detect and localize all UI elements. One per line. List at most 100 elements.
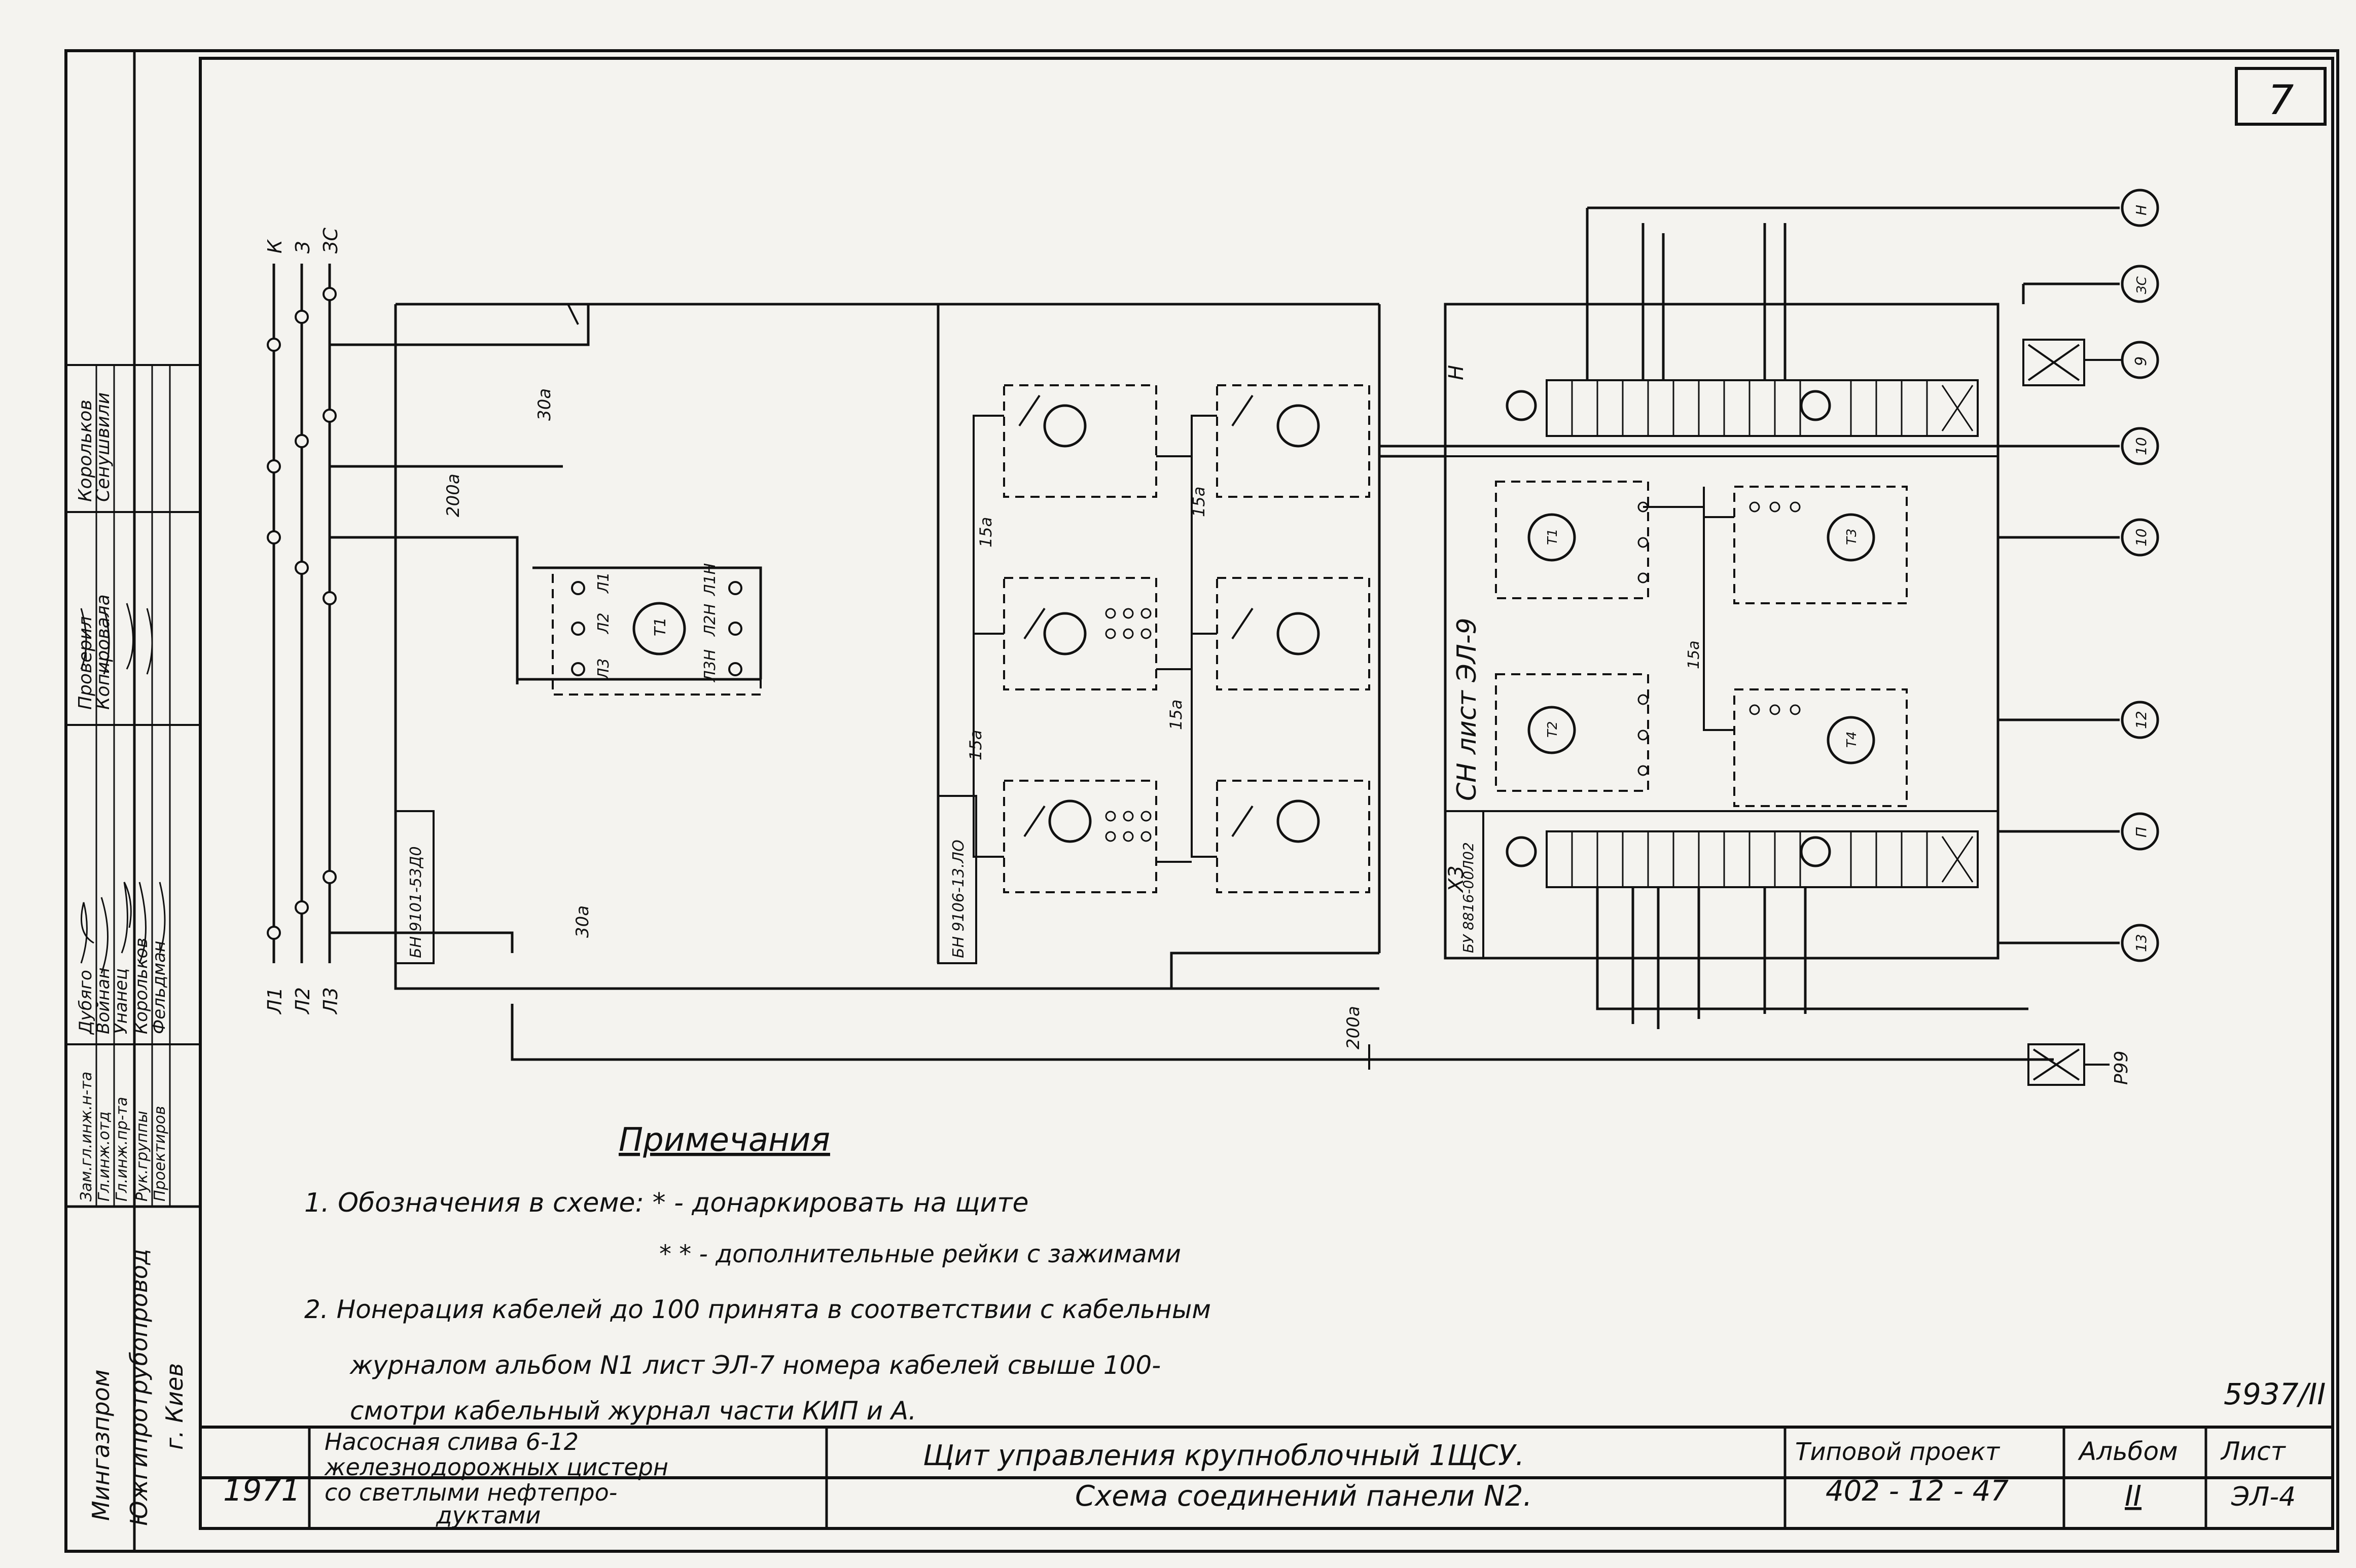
- relay-right-4-label: Т4: [1844, 732, 1860, 748]
- title-line-2: Схема соединений панели N2.: [1075, 1480, 1532, 1513]
- panel-label-top: Н: [1445, 365, 1468, 380]
- title-block: 1971 Насосная слива 6-12 железнодорожных…: [199, 1426, 2334, 1530]
- bus-label-zs: ЗС: [319, 228, 342, 253]
- circle-label-9: 9: [2132, 356, 2150, 366]
- cable-label-9: 200а: [1343, 1006, 1364, 1049]
- title-object-2: железнодорожных цистерн: [324, 1453, 668, 1481]
- cable-label-4: 15а: [976, 517, 995, 548]
- circle-label-13: 13: [2133, 934, 2150, 952]
- panel-label-center: СН лист ЭЛ-9: [1452, 617, 1482, 801]
- stamp-name-2: Войнан: [93, 967, 114, 1034]
- right-circles: Н ЗС 9 10 10 12 П 13: [2121, 189, 2159, 962]
- stamp-checked-name: Корольков: [75, 399, 96, 502]
- project-label: Типовой проект: [1795, 1438, 2001, 1466]
- sheet-value: ЭЛ-4: [2231, 1482, 2296, 1512]
- relay-right-4: [1827, 716, 1875, 764]
- stamp-drawn-label: Копировала: [93, 594, 114, 710]
- album-label: Альбом: [2078, 1437, 2178, 1466]
- terminal-box-2-label: БН 9106-13.ЛО: [950, 840, 968, 958]
- album-value: II: [2125, 1480, 2141, 1513]
- terminal-box-1-label: БН 9101-53Д0: [407, 846, 425, 958]
- relay-left-term-3: Л1: [595, 572, 613, 594]
- stamp-name-5: Фельдман: [149, 941, 169, 1034]
- cable-label-3: 30а: [573, 905, 593, 938]
- stamp-name-1: Дубяго: [76, 970, 96, 1035]
- bus-label-l1: Л1: [264, 987, 286, 1015]
- relay-left-term-1: Л3: [595, 658, 613, 680]
- stamp-role-2: Гл.инж.отд: [95, 1111, 113, 1201]
- inventory-number: 5937/II: [2224, 1377, 2326, 1411]
- relay-left-term-5: Л2Н: [701, 604, 719, 637]
- stamp-role-1: Зам.гл.инж.н-та: [78, 1072, 95, 1201]
- org-line-1: Мингазпром: [87, 1369, 115, 1521]
- stamp-name-4: Корольков: [131, 938, 152, 1034]
- title-object-4: дуктами: [436, 1502, 541, 1529]
- project-number: 402 - 12 - 47: [1826, 1475, 2009, 1508]
- circle-label-10a: 10: [2133, 437, 2150, 455]
- stamp-role-3: Гл.инж.пр-та: [113, 1097, 131, 1201]
- relay-left-term-2: Л2: [595, 612, 613, 634]
- relay-right-1-label: Т1: [1545, 529, 1560, 545]
- relay-right-3-label: Т3: [1844, 529, 1860, 545]
- ground-label: Р99: [2111, 1050, 2132, 1085]
- bus-label-k: К: [264, 239, 286, 253]
- cable-label-5: 15а: [1189, 487, 1208, 517]
- relay-box-left: Т1 Л3 Л2 Л1 Л3Н Л2Н Л1Н: [552, 563, 762, 696]
- circle-label-p: П: [2133, 827, 2150, 837]
- notes-line-3: журналом альбом N1 лист ЭЛ-7 номера кабе…: [349, 1351, 1161, 1380]
- cable-label-7: 15а: [1166, 700, 1186, 730]
- circle-p: [2121, 812, 2159, 851]
- panel-label-bottom: Х3: [1445, 865, 1468, 893]
- bus-label-l3: Л3: [319, 987, 342, 1015]
- title-object-1: Насосная слива 6-12: [325, 1428, 579, 1455]
- cable-label-8: 15а: [1685, 640, 1703, 669]
- outer-frame: [64, 49, 2339, 1553]
- signature-marks: [80, 603, 166, 974]
- notes-line-1b: * * - дополнительные рейки с зажимами: [659, 1240, 1181, 1268]
- title-year: 1971: [223, 1473, 301, 1508]
- stamp-role-5: Проектиров: [151, 1106, 169, 1201]
- cable-label-2: 200а: [443, 473, 463, 517]
- circle-zs: [2121, 265, 2159, 303]
- title-line-1: Щит управления крупноблочный 1ЩСУ.: [923, 1439, 1524, 1472]
- relay-left-t1: [632, 602, 686, 655]
- terminal-box-2: БН 9106-13.ЛО: [937, 304, 977, 964]
- circle-n: [2121, 189, 2159, 227]
- sheet-label: Лист: [2220, 1437, 2287, 1466]
- relay-left-label: Т1: [652, 617, 669, 636]
- relay-right-2-label: Т2: [1545, 721, 1560, 738]
- relay-right-3: [1827, 513, 1875, 562]
- notes-heading: Примечания: [619, 1121, 830, 1159]
- org-line-2: Южгипротрубопровод: [125, 1249, 153, 1526]
- stamp-drawn-name: Сенушвили: [93, 392, 114, 502]
- terminal-box-3-label: БУ 8816-00Л02: [1460, 842, 1477, 953]
- notes-line-4: смотри кабельный журнал части КИП и А.: [350, 1396, 916, 1426]
- circle-label-zs: ЗС: [2134, 276, 2150, 294]
- relay-left-term-4: Л3Н: [701, 649, 719, 682]
- circle-13: [2121, 924, 2159, 962]
- circle-label-n: Н: [2133, 205, 2150, 215]
- org-line-3: г. Киев: [161, 1363, 188, 1450]
- schematic: К З ЗС Л1 Л2 Л3 Т1 Л3 Л2 Л1 Л3Н Л2Н Л1Н: [264, 189, 2159, 1086]
- stamp-name-3: Унанец: [111, 968, 131, 1034]
- bus-label-l2: Л2: [292, 987, 314, 1015]
- side-stamp: Зам.гл.инж.н-та Гл.инж.отд Гл.инж.пр-та …: [66, 51, 200, 1551]
- title-object-3: со светлыми нефтепро-: [325, 1479, 617, 1506]
- notes: Примечания 1. Обозначения в схеме: * - д…: [304, 1121, 1211, 1426]
- circle-10a: [2121, 427, 2159, 465]
- relay-right-1: [1527, 513, 1576, 562]
- corner-number: 7: [2268, 77, 2294, 124]
- circle-12: [2121, 701, 2159, 739]
- circle-label-10b: 10: [2133, 528, 2150, 546]
- cable-label-1: 30а: [534, 388, 555, 421]
- relay-left-term-6: Л1Н: [701, 563, 719, 596]
- right-panel: Н Х3 СН лист ЭЛ-9 БУ 8816-00Л02: [1444, 303, 2000, 960]
- corner-number-box: 7: [2235, 67, 2327, 126]
- circle-10b: [2121, 518, 2159, 557]
- bus-label-z: З: [292, 241, 314, 253]
- inner-frame: [199, 57, 2334, 1479]
- middle-relays: [973, 384, 1370, 893]
- stamp-role-4: Рук.группы: [133, 1111, 151, 1201]
- notes-line-2: 2. Нонерация кабелей до 100 принята в со…: [304, 1295, 1211, 1324]
